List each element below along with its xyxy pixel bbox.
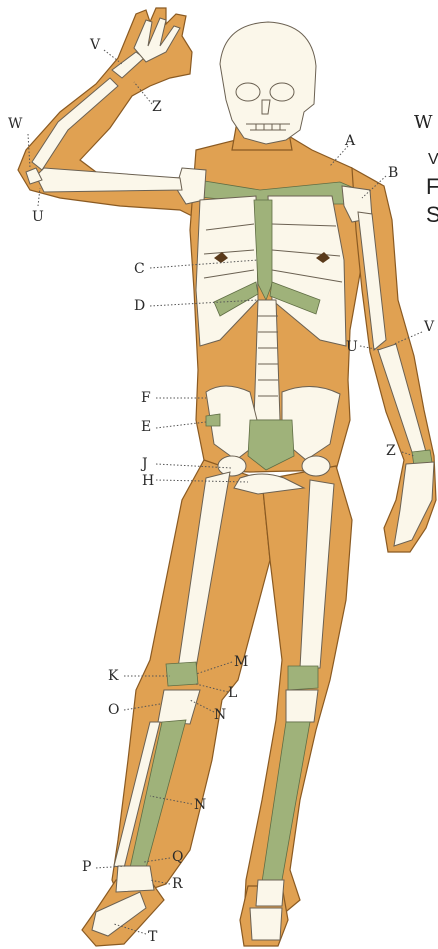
label-o: O <box>108 703 119 717</box>
left-arm-bones <box>358 212 434 546</box>
label-l: L <box>228 686 237 700</box>
label-q: Q <box>172 850 183 864</box>
label-v-wrist: V <box>90 38 100 52</box>
label-z-hand: Z <box>152 100 162 114</box>
label-b: B <box>388 166 398 180</box>
label-w: W <box>8 117 22 131</box>
label-a: A <box>345 134 355 148</box>
side-text-line-4: S <box>426 204 438 226</box>
side-text-line-1: W <box>414 114 433 132</box>
label-r: R <box>172 877 183 891</box>
label-z-wrist: Z <box>386 444 396 458</box>
label-m: M <box>234 655 248 669</box>
label-n-shin: N <box>194 798 206 812</box>
label-j: J <box>142 457 148 471</box>
label-f: F <box>141 391 151 405</box>
label-t: T <box>148 930 157 944</box>
label-u-forearm: U <box>346 340 358 354</box>
spine <box>254 300 280 420</box>
label-n-knee: N <box>214 708 226 722</box>
label-h: H <box>142 474 154 488</box>
label-c: C <box>134 262 145 276</box>
label-d: D <box>134 299 145 313</box>
label-e: E <box>141 420 151 434</box>
side-text-line-3: F <box>426 176 438 198</box>
label-k: K <box>108 669 118 683</box>
label-p: P <box>82 860 91 874</box>
skull <box>220 22 316 144</box>
label-u-elbow: U <box>32 210 44 224</box>
label-v-forearm: V <box>424 320 434 334</box>
side-text-line-2: V <box>428 152 438 168</box>
